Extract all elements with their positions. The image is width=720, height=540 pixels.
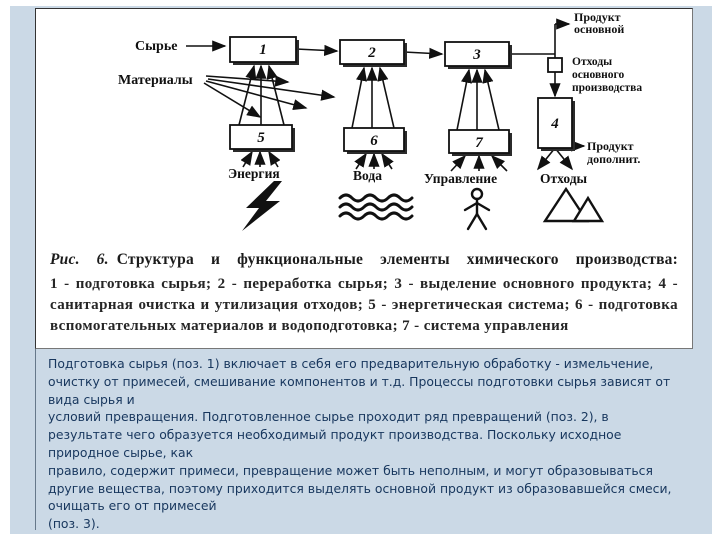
label-control: Управление xyxy=(424,171,497,186)
body-line: правило, содержит примеси, превращение м… xyxy=(48,462,653,478)
figure-number: Рис. 6. xyxy=(50,251,109,268)
process-box-5: 5 xyxy=(229,124,295,152)
waste-pile-icon xyxy=(542,186,605,223)
label-additional-product-line2: дополнит. xyxy=(587,152,640,166)
body-line: другие вещества, поэтому приходится выде… xyxy=(48,480,672,496)
figure-panel: 1 2 3 4 xyxy=(35,8,693,349)
service-to-main-arrows xyxy=(238,64,500,131)
body-line: результате чего образуется необходимый п… xyxy=(48,427,622,443)
materials-arrows xyxy=(203,75,336,118)
connector-node xyxy=(547,57,563,73)
process-box-2-number: 2 xyxy=(367,45,376,61)
process-box-4-number: 4 xyxy=(550,116,559,132)
process-box-6: 6 xyxy=(343,127,407,154)
label-water: Вода xyxy=(353,168,382,183)
slide: 1 2 3 4 xyxy=(10,6,712,534)
process-box-7-number: 7 xyxy=(475,135,483,151)
label-main-waste-line2: основного xyxy=(572,69,624,81)
process-box-1: 1 xyxy=(229,36,299,65)
input-arrows xyxy=(240,150,508,172)
process-box-7: 7 xyxy=(448,129,512,156)
body-line: очищать его от примесей xyxy=(48,498,217,514)
body-line: природное сырье, как xyxy=(48,444,194,460)
figure-legend: 1 - подготовка сырья; 2 - переработка сы… xyxy=(50,276,678,334)
left-rule xyxy=(35,349,36,530)
figure-caption-title: Рис. 6. Структура и функциональные элемен… xyxy=(50,251,678,269)
body-line: Подготовка сырья (поз. 1) включает в себ… xyxy=(48,356,654,371)
process-box-1-number: 1 xyxy=(259,42,267,58)
process-box-4: 4 xyxy=(537,97,575,151)
label-raw-material: Сырье xyxy=(135,39,177,54)
label-main-product-line1: Продукт xyxy=(574,10,621,24)
body-text: Подготовка сырья (поз. 1) включает в себ… xyxy=(48,355,688,533)
water-waves-icon xyxy=(338,193,414,221)
process-box-2: 2 xyxy=(339,39,407,67)
figure-caption: Рис. 6. Структура и функциональные элемен… xyxy=(36,247,692,337)
label-main-waste-line1: Отходы xyxy=(572,56,612,68)
label-main-product-line2: основной xyxy=(574,22,624,36)
process-box-3: 3 xyxy=(444,41,512,69)
label-materials: Материалы xyxy=(118,73,193,88)
label-waste: Отходы xyxy=(540,171,588,186)
label-additional-product-line1: Продукт xyxy=(587,139,634,153)
body-line: (поз. 3). xyxy=(48,516,100,532)
person-icon xyxy=(463,187,491,231)
process-box-6-number: 6 xyxy=(370,133,378,149)
label-main-waste-line3: производства xyxy=(572,82,642,94)
label-energy: Энергия xyxy=(228,166,280,181)
body-line: вида сырья и xyxy=(48,391,135,407)
body-line: условий превращения. Подготовленное сырь… xyxy=(48,409,609,425)
flow-arrows xyxy=(186,18,586,171)
process-box-5-number: 5 xyxy=(257,130,265,146)
body-line: очистку от примесей, смешивание компонен… xyxy=(48,373,671,389)
lightning-icon xyxy=(242,181,282,231)
diagram-canvas: 1 2 3 4 xyxy=(118,10,642,231)
figure-title-text: Структура и функциональные элементы хими… xyxy=(116,251,678,268)
process-box-3-number: 3 xyxy=(472,47,481,63)
